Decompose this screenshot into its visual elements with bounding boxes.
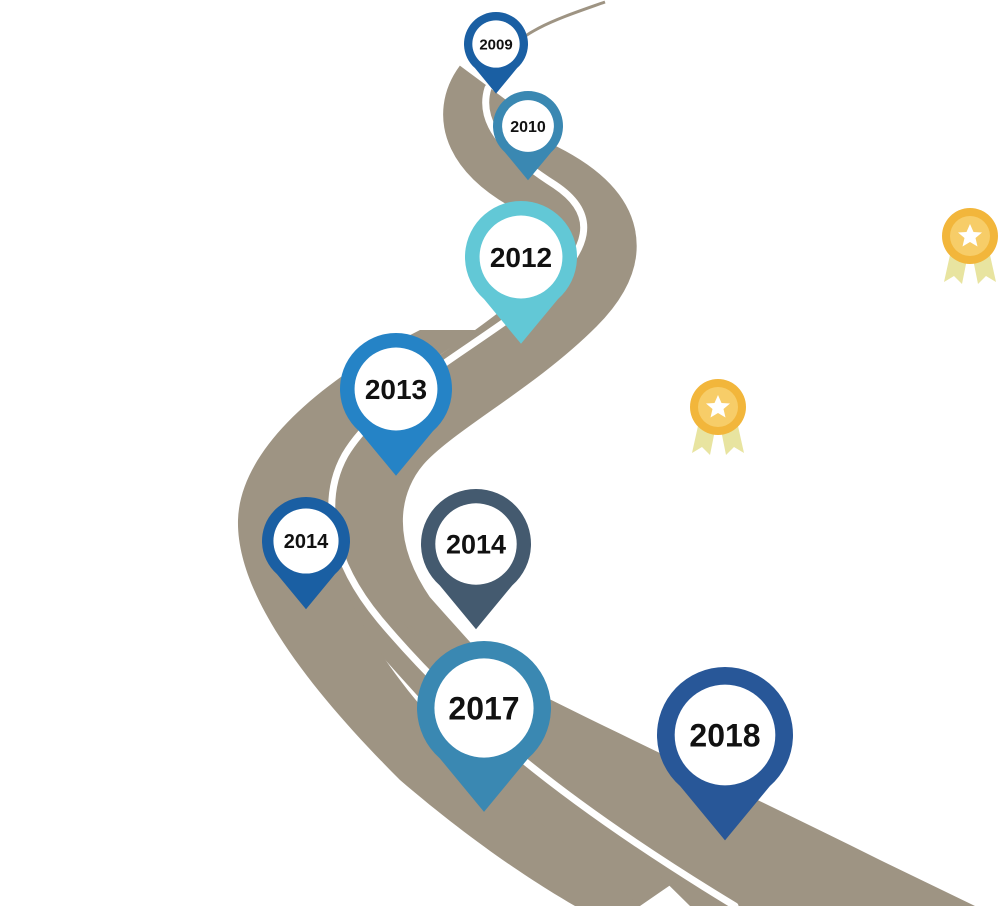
milestone-year-label: 2013 bbox=[365, 374, 427, 405]
milestone-year-label: 2012 bbox=[490, 242, 552, 273]
milestone-pin-2010: 2010 bbox=[492, 91, 563, 181]
award-ribbon-icon bbox=[690, 379, 746, 455]
milestone-pin-2017: 2017 bbox=[417, 641, 551, 812]
milestone-year-label: 2018 bbox=[689, 718, 760, 754]
pin-inner-circle bbox=[472, 20, 520, 68]
pin-inner-circle bbox=[502, 100, 554, 152]
milestone-pin-2013: 2013 bbox=[340, 333, 453, 476]
award-ribbon-icon bbox=[942, 208, 998, 284]
milestone-pin-2014: 2014 bbox=[421, 488, 531, 630]
milestone-pin-2018: 2018 bbox=[656, 667, 793, 841]
pin-inner-circle bbox=[674, 684, 776, 786]
milestone-pin-2012: 2012 bbox=[465, 201, 577, 344]
milestone-year-label: 2010 bbox=[510, 119, 546, 136]
milestone-year-label: 2014 bbox=[446, 530, 506, 560]
road-left-shoulder bbox=[237, 330, 641, 906]
milestone-pin-2009: 2009 bbox=[464, 11, 528, 94]
pin-inner-circle bbox=[435, 503, 517, 585]
pin-inner-circle bbox=[434, 658, 534, 758]
milestone-pin-2014: 2014 bbox=[262, 497, 350, 610]
milestone-year-label: 2009 bbox=[479, 36, 512, 53]
pin-inner-circle bbox=[479, 215, 563, 299]
road-lower-branch bbox=[400, 620, 975, 906]
milestone-year-label: 2014 bbox=[284, 531, 329, 553]
pin-inner-circle bbox=[354, 347, 438, 431]
pin-inner-circle bbox=[273, 508, 339, 574]
milestone-year-label: 2017 bbox=[448, 691, 519, 727]
